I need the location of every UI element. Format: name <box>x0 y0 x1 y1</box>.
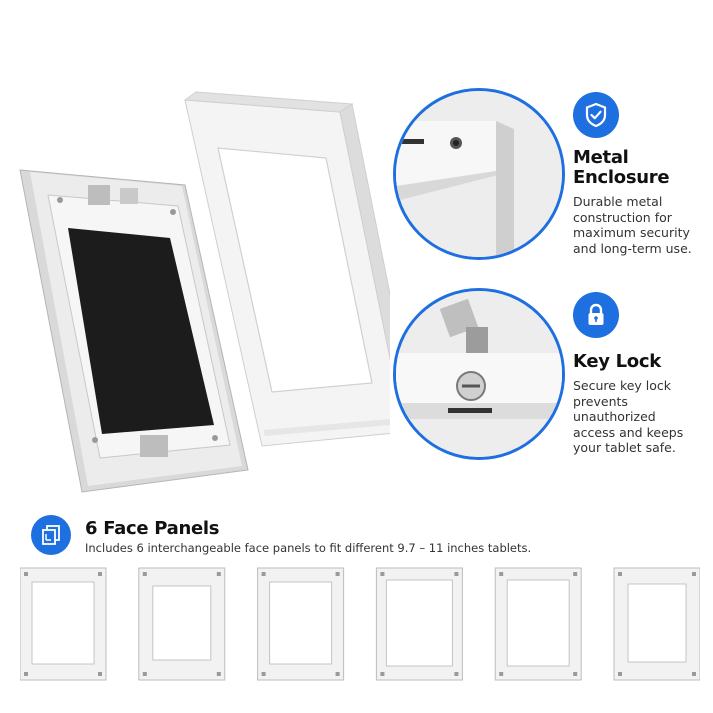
desc-line: maximum security <box>573 225 690 240</box>
title-line: Enclosure <box>573 167 670 188</box>
metal-edge-zoom <box>393 88 565 260</box>
desc-line: and long-term use. <box>573 240 692 256</box>
key-lock-zoom <box>393 288 565 460</box>
face-panels-row <box>20 567 700 681</box>
tablet-screen <box>68 228 214 434</box>
stacked-panels-icon <box>31 515 71 555</box>
tablet-enclosure-illustration <box>19 91 390 493</box>
metal-enclosure-title: Metal Enclosure <box>573 148 703 188</box>
shield-check-icon <box>573 92 619 138</box>
metal-enclosure-description: Durable metal construction for maximum s… <box>573 194 709 256</box>
desc-line: access and keeps <box>573 424 684 440</box>
desc-line: Secure key lock <box>573 378 672 393</box>
desc-line: construction for <box>573 209 672 225</box>
face-panels-description: Includes 6 interchangeable face panels t… <box>85 541 532 555</box>
face-panel <box>494 567 582 681</box>
key-lock-title: Key Lock <box>573 351 661 372</box>
desc-line: your tablet safe. <box>573 440 676 455</box>
desc-line: Durable metal <box>573 194 663 209</box>
face-panel <box>257 567 345 681</box>
padlock-icon <box>573 292 619 338</box>
face-panels-title: 6 Face Panels <box>85 518 220 539</box>
desc-line: prevents unauthorized <box>573 393 656 425</box>
face-panel <box>20 567 107 681</box>
title-line: Metal <box>573 147 629 168</box>
face-panel <box>138 567 226 681</box>
key-lock-description: Secure key lock prevents unauthorized ac… <box>573 378 709 456</box>
face-panel <box>613 567 700 681</box>
face-panel <box>375 567 463 681</box>
